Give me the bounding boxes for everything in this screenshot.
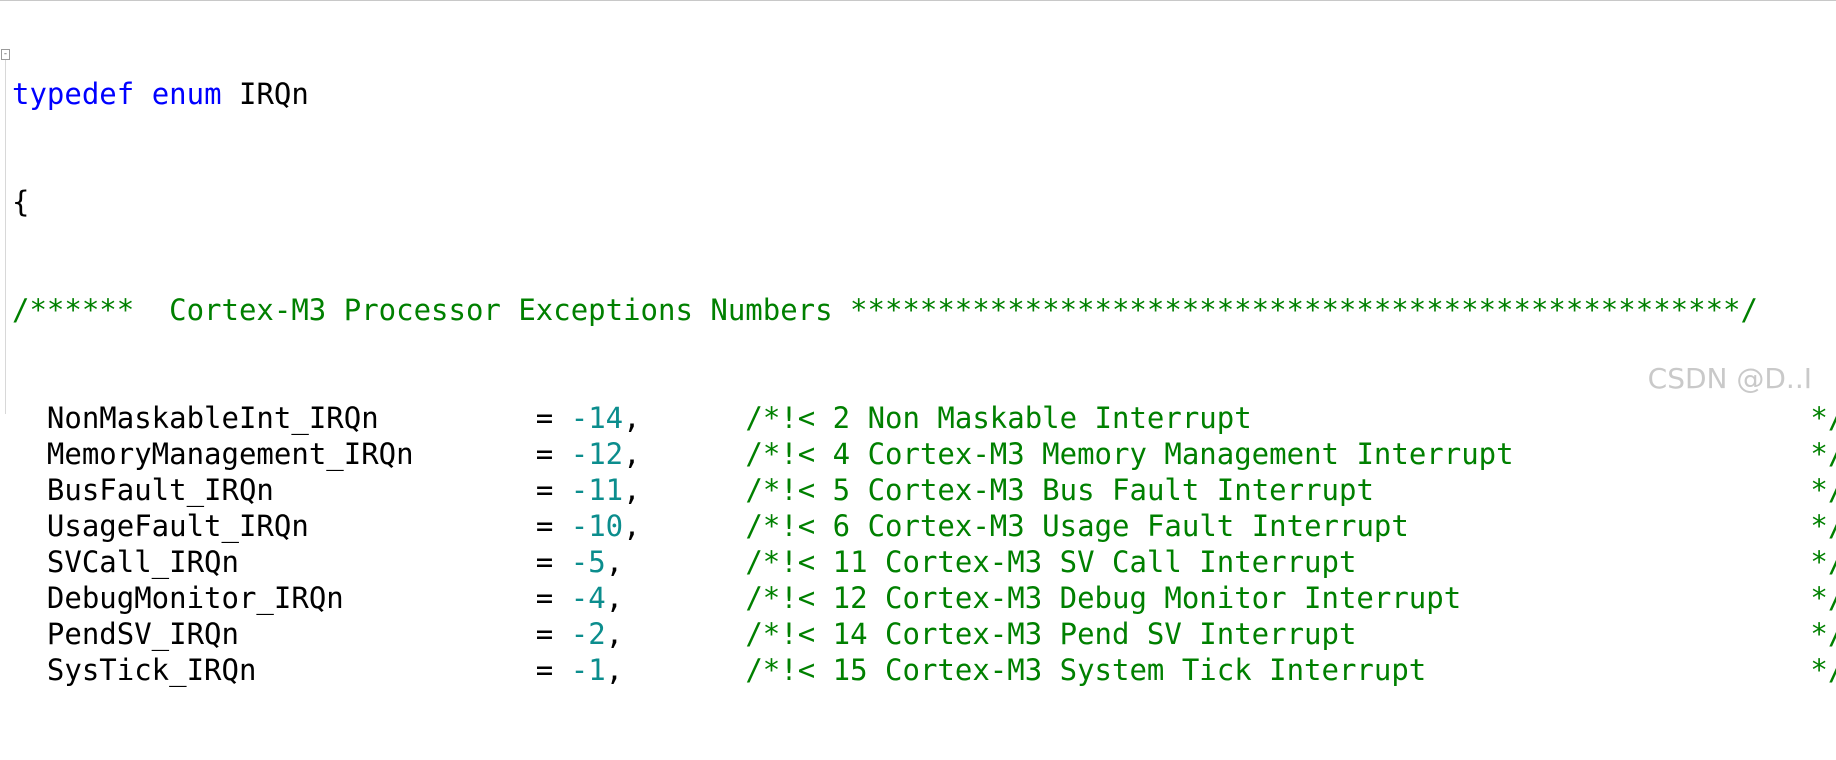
type-name: IRQn — [239, 77, 309, 111]
member-comment: /*!< 4 Cortex-M3 Memory Management Inter… — [745, 437, 1514, 471]
code-line-enum-entry: PendSV_IRQn = -2, /*!< 14 Cortex-M3 Pend… — [12, 616, 1836, 652]
member-comment-end: */ — [1810, 437, 1836, 471]
comma: , — [605, 545, 624, 579]
code-line-open-brace: { — [12, 184, 1836, 220]
enum-member-value: -4 — [570, 581, 606, 615]
comma: , — [623, 509, 641, 543]
comma: , — [623, 401, 641, 435]
enum-entries: NonMaskableInt_IRQn = -14, /*!< 2 Non Ma… — [12, 400, 1836, 688]
enum-member-value: -12 — [570, 437, 624, 471]
fold-gutter: - — [0, 0, 12, 414]
code-editor[interactable]: - typedef enum IRQn { /****** Cortex-M3 … — [0, 0, 1836, 687]
member-comment-end: */ — [1810, 653, 1836, 687]
member-comment: /*!< 5 Cortex-M3 Bus Fault Interrupt — [745, 473, 1374, 507]
assign-operator: = — [535, 437, 554, 471]
enum-member-value: -10 — [570, 509, 624, 543]
member-comment: /*!< 12 Cortex-M3 Debug Monitor Interrup… — [745, 581, 1462, 615]
code-line-enum-entry: NonMaskableInt_IRQn = -14, /*!< 2 Non Ma… — [12, 400, 1836, 436]
member-comment-end: */ — [1810, 581, 1836, 615]
assign-operator: = — [535, 509, 554, 543]
comma: , — [605, 581, 624, 615]
enum-member-name: SVCall_IRQn — [46, 545, 239, 579]
enum-member-name: NonMaskableInt_IRQn — [46, 401, 379, 435]
code-area[interactable]: typedef enum IRQn { /****** Cortex-M3 Pr… — [12, 4, 1836, 760]
comma: , — [623, 437, 641, 471]
code-line-enum-entry: SysTick_IRQn = -1, /*!< 15 Cortex-M3 Sys… — [12, 652, 1836, 688]
member-comment: /*!< 15 Cortex-M3 System Tick Interrupt — [745, 653, 1427, 687]
member-comment: /*!< 11 Cortex-M3 SV Call Interrupt — [745, 545, 1357, 579]
member-comment-end: */ — [1810, 401, 1836, 435]
code-line-enum-entry: SVCall_IRQn = -5, /*!< 11 Cortex-M3 SV C… — [12, 544, 1836, 580]
member-comment: /*!< 14 Cortex-M3 Pend SV Interrupt — [745, 617, 1357, 651]
comma: , — [623, 473, 641, 507]
fold-toggle-icon[interactable]: - — [1, 49, 10, 60]
assign-operator: = — [535, 617, 554, 651]
editor-top-edge — [0, 0, 1836, 1]
enum-member-name: SysTick_IRQn — [46, 653, 257, 687]
open-brace: { — [12, 185, 30, 219]
code-line-enum-entry: MemoryManagement_IRQn = -12, /*!< 4 Cort… — [12, 436, 1836, 472]
assign-operator: = — [535, 473, 554, 507]
enum-member-value: -1 — [570, 653, 606, 687]
keyword-enum: enum — [151, 77, 222, 111]
member-comment-end: */ — [1810, 509, 1836, 543]
comma: , — [605, 617, 624, 651]
comma: , — [605, 653, 624, 687]
assign-operator: = — [535, 653, 554, 687]
csdn-watermark: CSDN @D..I — [1647, 362, 1812, 395]
fold-guide-line — [5, 60, 6, 414]
code-line-typedef: typedef enum IRQn — [12, 76, 1836, 112]
enum-member-value: -14 — [570, 401, 624, 435]
enum-member-name: PendSV_IRQn — [46, 617, 239, 651]
enum-member-value: -2 — [570, 617, 606, 651]
assign-operator: = — [535, 401, 554, 435]
enum-member-value: -11 — [570, 473, 624, 507]
member-comment-end: */ — [1810, 545, 1836, 579]
member-comment: /*!< 2 Non Maskable Interrupt — [745, 401, 1252, 435]
code-line-enum-entry: UsageFault_IRQn = -10, /*!< 6 Cortex-M3 … — [12, 508, 1836, 544]
enum-member-value: -5 — [570, 545, 606, 579]
member-comment-end: */ — [1810, 473, 1836, 507]
assign-operator: = — [535, 581, 554, 615]
member-comment: /*!< 6 Cortex-M3 Usage Fault Interrupt — [745, 509, 1409, 543]
section-comment: /****** Cortex-M3 Processor Exceptions N… — [12, 293, 1758, 327]
code-line-enum-entry: DebugMonitor_IRQn = -4, /*!< 12 Cortex-M… — [12, 580, 1836, 616]
assign-operator: = — [535, 545, 554, 579]
keyword-typedef: typedef — [12, 77, 135, 111]
enum-member-name: BusFault_IRQn — [46, 473, 274, 507]
code-line-section-comment: /****** Cortex-M3 Processor Exceptions N… — [12, 292, 1836, 328]
enum-member-name: MemoryManagement_IRQn — [46, 437, 414, 471]
member-comment-end: */ — [1810, 617, 1836, 651]
enum-member-name: DebugMonitor_IRQn — [46, 581, 344, 615]
enum-member-name: UsageFault_IRQn — [46, 509, 309, 543]
code-line-enum-entry: BusFault_IRQn = -11, /*!< 5 Cortex-M3 Bu… — [12, 472, 1836, 508]
